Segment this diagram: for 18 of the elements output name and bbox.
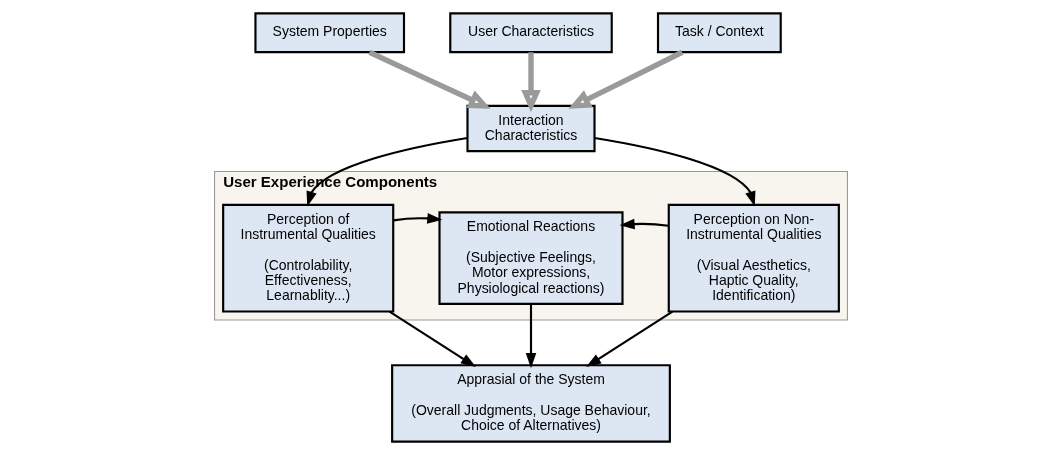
node-box: Emotional Reactions (Subjective Feelings, Motor expressions, Physiological reactions) [437,210,624,305]
arrow [525,303,536,368]
arrow [585,310,673,367]
arrow [567,49,683,109]
node-box: System Properties [253,11,405,53]
node-box: Perception of Instrumental Qualities (Controlability, Effectiveness, Learnablity...) [221,203,394,313]
node-box: Interaction Characteristics [465,104,596,152]
arrow [520,51,541,112]
arrow [593,136,755,206]
arrow [392,212,442,224]
node-box: Apprasial of the System (Overall Judgments, Usage Behaviour, Choice of Alternatives) [390,363,671,443]
arrow [619,218,668,229]
arrow [367,49,491,109]
arrow [388,310,476,367]
node-box: Task / Context [656,11,782,53]
node-box: User Characteristics [448,11,613,53]
node-box: Perception on Non-Instrumental Qualities (Visual Aesthetics, Haptic Quality, Identification) [667,203,840,313]
arrow [306,136,468,206]
